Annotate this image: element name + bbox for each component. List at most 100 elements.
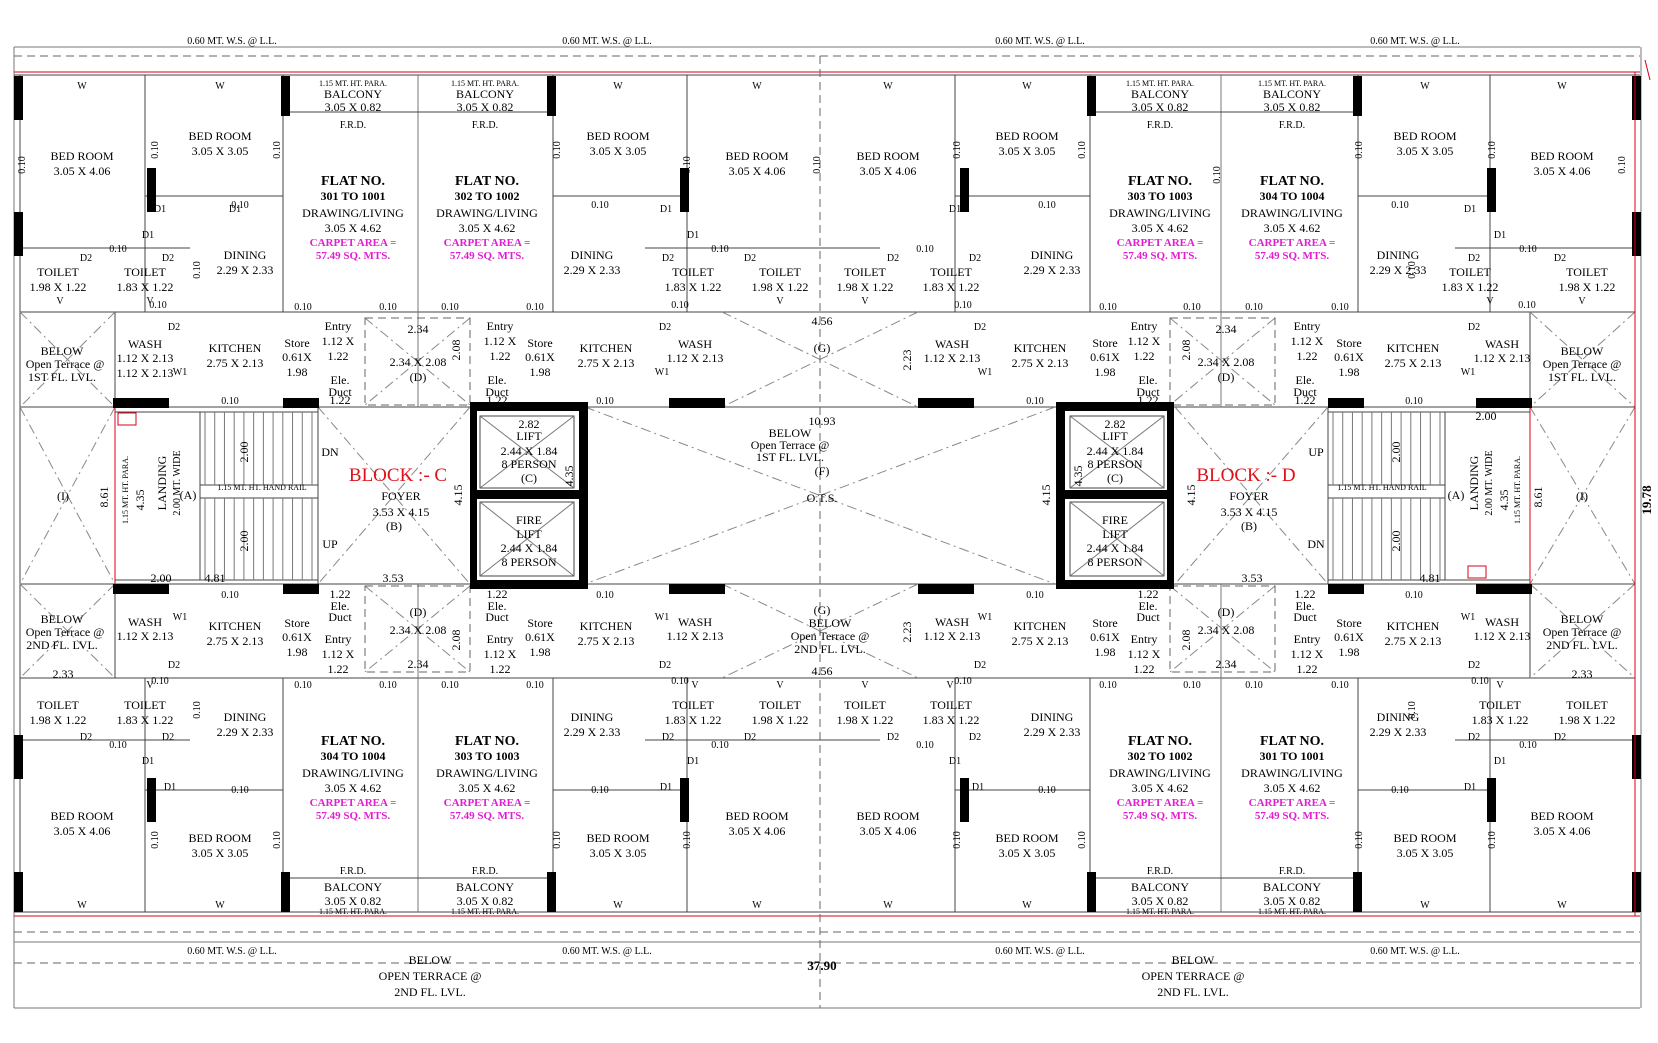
mark-w: W — [613, 900, 623, 911]
mark-t010: 0.10 — [1519, 244, 1537, 255]
svg-text:BED ROOM: BED ROOM — [995, 831, 1058, 845]
svg-text:BED ROOM: BED ROOM — [856, 809, 919, 823]
svg-text:1.22: 1.22 — [1138, 587, 1159, 601]
svg-text:4.81: 4.81 — [1420, 571, 1441, 585]
svg-text:Duct: Duct — [328, 610, 352, 624]
svg-text:1.12 X: 1.12 X — [484, 647, 517, 661]
mark-t010: 0.10 — [954, 676, 972, 687]
svg-text:1.15 MT. HT. PARA.: 1.15 MT. HT. PARA. — [1513, 456, 1522, 524]
flat-label-bottom-4: FLAT NO. 301 TO 1001 DRAWING/LIVING 3.05… — [1241, 734, 1343, 822]
svg-text:Ele.: Ele. — [488, 599, 507, 613]
svg-text:1.22: 1.22 — [1295, 393, 1316, 407]
svg-text:Entry: Entry — [487, 632, 514, 646]
mark-v: V — [1486, 296, 1494, 307]
svg-text:Ele.: Ele. — [1296, 373, 1315, 387]
lift-shafts — [479, 415, 1165, 577]
svg-text:1.98: 1.98 — [530, 645, 551, 659]
svg-text:3.05 X 0.82: 3.05 X 0.82 — [1132, 894, 1189, 908]
svg-text:1.22: 1.22 — [330, 587, 351, 601]
svg-text:(B): (B) — [386, 519, 402, 533]
svg-text:FLAT NO.: FLAT NO. — [455, 734, 519, 749]
svg-text:3.05 X 0.82: 3.05 X 0.82 — [1264, 894, 1321, 908]
svg-text:2.75 X 2.13: 2.75 X 2.13 — [1012, 634, 1069, 648]
mark-t010: 0.10 — [294, 680, 312, 691]
svg-text:1ST FL. LVL.: 1ST FL. LVL. — [756, 450, 824, 464]
mark-w: W — [1022, 81, 1032, 92]
mark-d2: D2 — [887, 732, 899, 743]
svg-text:FLAT NO.: FLAT NO. — [1128, 734, 1192, 749]
svg-text:(B): (B) — [1241, 519, 1257, 533]
svg-text:3.05 X 3.05: 3.05 X 3.05 — [590, 144, 647, 158]
svg-text:Entry: Entry — [1294, 319, 1321, 333]
mark-t010: 0.10 — [526, 302, 544, 313]
svg-text:BALCONY: BALCONY — [1263, 87, 1321, 101]
svg-text:DRAWING/LIVING: DRAWING/LIVING — [1109, 206, 1211, 220]
svg-text:1.15 MT. HT. PARA.: 1.15 MT. HT. PARA. — [1258, 907, 1326, 916]
mark-w1: W1 — [1461, 612, 1475, 623]
svg-text:F.R.D.: F.R.D. — [1279, 120, 1305, 131]
svg-text:303 TO 1003: 303 TO 1003 — [455, 749, 520, 763]
svg-text:Ele.: Ele. — [1139, 373, 1158, 387]
svg-text:2.75 X 2.13: 2.75 X 2.13 — [1012, 356, 1069, 370]
svg-text:1.98 X 1.22: 1.98 X 1.22 — [752, 280, 809, 294]
svg-text:FIRE: FIRE — [1102, 513, 1128, 527]
svg-text:2.34: 2.34 — [1216, 657, 1237, 671]
bottom-ws-label: 0.60 MT. W.S. @ L.L. — [1370, 946, 1460, 957]
svg-text:3.53 X 4.15: 3.53 X 4.15 — [373, 505, 430, 519]
svg-text:BALCONY: BALCONY — [1131, 880, 1189, 894]
mark-v: V — [861, 296, 869, 307]
svg-text:2.00 MT. WIDE: 2.00 MT. WIDE — [1484, 450, 1495, 515]
mark-w: W — [1420, 81, 1430, 92]
svg-text:3.05 X 0.82: 3.05 X 0.82 — [457, 100, 514, 114]
svg-text:2ND FL. LVL.: 2ND FL. LVL. — [794, 642, 866, 656]
svg-text:Open Terrace @: Open Terrace @ — [751, 438, 830, 452]
svg-text:DINING: DINING — [1031, 248, 1074, 262]
svg-text:3.05 X 4.62: 3.05 X 4.62 — [459, 781, 516, 795]
svg-text:BELOW: BELOW — [1172, 953, 1215, 967]
svg-text:2.00: 2.00 — [1476, 409, 1497, 423]
mark-t010: 0.10 — [1331, 680, 1349, 691]
svg-text:2ND FL. LVL.: 2ND FL. LVL. — [1546, 638, 1618, 652]
svg-text:57.49 SQ. MTS.: 57.49 SQ. MTS. — [316, 810, 391, 822]
svg-text:1.22: 1.22 — [490, 349, 511, 363]
svg-text:0.61X: 0.61X — [282, 350, 312, 364]
svg-text:Ele.: Ele. — [331, 373, 350, 387]
svg-text:57.49 SQ. MTS.: 57.49 SQ. MTS. — [1123, 810, 1198, 822]
svg-text:3.05 X 4.62: 3.05 X 4.62 — [325, 781, 382, 795]
svg-text:BED ROOM: BED ROOM — [586, 129, 649, 143]
mark-w: W — [1022, 900, 1032, 911]
mark-d2: D2 — [974, 322, 986, 333]
overall-depth: 19.78 — [1639, 485, 1654, 515]
svg-text:2.34 X 2.08: 2.34 X 2.08 — [1198, 355, 1255, 369]
mark-d2: D2 — [1468, 660, 1480, 671]
svg-text:301 TO 1001: 301 TO 1001 — [321, 189, 386, 203]
red-marks — [117, 59, 1651, 916]
mark-thickness: 0.10 — [552, 141, 563, 159]
svg-text:1.22: 1.22 — [330, 393, 351, 407]
mark-t010: 0.10 — [711, 244, 729, 255]
svg-text:Entry: Entry — [325, 319, 352, 333]
svg-text:WASH: WASH — [1485, 337, 1519, 351]
svg-text:CARPET AREA =: CARPET AREA = — [444, 237, 531, 249]
mark-d2: D2 — [659, 322, 671, 333]
svg-text:BED ROOM: BED ROOM — [1530, 809, 1593, 823]
mark-thickness: 0.10 — [1077, 141, 1088, 159]
svg-text:DRAWING/LIVING: DRAWING/LIVING — [1241, 206, 1343, 220]
svg-text:(G): (G) — [814, 603, 831, 617]
svg-text:TOILET: TOILET — [124, 265, 166, 279]
svg-text:3.05 X 3.05: 3.05 X 3.05 — [192, 846, 249, 860]
flat-label-bottom-3: FLAT NO. 302 TO 1002 DRAWING/LIVING 3.05… — [1109, 734, 1211, 822]
bottom-ws-label: 0.60 MT. W.S. @ L.L. — [562, 946, 652, 957]
svg-text:1.12 X: 1.12 X — [484, 334, 517, 348]
mark-v: V — [146, 680, 154, 691]
svg-text:0.61X: 0.61X — [525, 350, 555, 364]
svg-text:3.05 X 4.62: 3.05 X 4.62 — [1132, 221, 1189, 235]
svg-text:1.15 MT. HT. PARA.: 1.15 MT. HT. PARA. — [1126, 907, 1194, 916]
mark-t010: 0.10 — [671, 300, 689, 311]
svg-text:OPEN TERRACE @: OPEN TERRACE @ — [1142, 969, 1245, 983]
svg-text:1.12 X: 1.12 X — [322, 334, 355, 348]
svg-text:TOILET: TOILET — [759, 265, 801, 279]
